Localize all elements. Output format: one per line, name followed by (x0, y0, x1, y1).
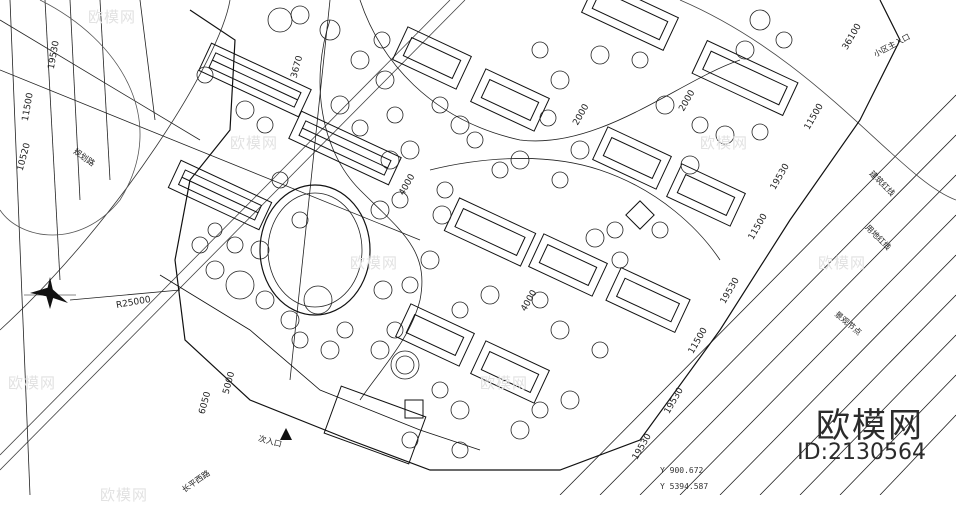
tree-symbol (250, 240, 270, 260)
watermark-repeat: 欧模网 (350, 254, 399, 272)
tree-symbol (373, 280, 393, 300)
tree-symbol (351, 119, 369, 137)
tree-symbol (436, 181, 454, 199)
tree-symbol (191, 236, 209, 254)
tree-symbol (450, 400, 470, 420)
tree-symbol (319, 19, 341, 41)
watermark-repeat: 欧模网 (818, 254, 867, 272)
tree-symbol (431, 381, 449, 399)
tree-symbol (531, 291, 549, 309)
tree-symbol (539, 109, 557, 127)
tree-symbol (466, 131, 484, 149)
watermark-repeat: 欧模网 (88, 8, 137, 26)
tree-symbol (290, 5, 310, 25)
tree-symbol (775, 31, 793, 49)
tree-symbol (235, 100, 255, 120)
tree-symbol (350, 50, 370, 70)
tree-symbol (431, 96, 449, 114)
tree-symbol (336, 321, 354, 339)
tree-symbol (432, 205, 452, 225)
tree-symbol (510, 420, 530, 440)
tree-symbol (291, 211, 309, 229)
tree-symbol (606, 221, 624, 239)
watermark-brand: 欧模网 (816, 406, 924, 446)
tree-symbol (450, 115, 470, 135)
tree-symbol (480, 285, 500, 305)
tree-symbol (655, 95, 675, 115)
tree-symbol (531, 401, 549, 419)
tree-symbol (280, 310, 300, 330)
tree-symbol (451, 301, 469, 319)
tree-symbol (749, 9, 771, 31)
tree-symbol (590, 45, 610, 65)
tree-symbol (225, 270, 255, 300)
tree-symbol (330, 95, 350, 115)
tree-symbol (560, 390, 580, 410)
tree-symbol (375, 70, 395, 90)
watermark-repeat: 欧模网 (230, 134, 279, 152)
tree-symbol (420, 250, 440, 270)
watermark-id: ID:2130564 (797, 440, 926, 465)
tree-symbol (267, 7, 293, 33)
tree-symbol (400, 140, 420, 160)
tree-symbol (370, 340, 390, 360)
tree-symbol (320, 340, 340, 360)
tree-symbol (205, 260, 225, 280)
tree-symbol (401, 276, 419, 294)
tree-symbol (401, 431, 419, 449)
tree-symbol (591, 341, 609, 359)
tree-symbol (751, 123, 769, 141)
watermark-repeat: 欧模网 (480, 374, 529, 392)
coordinate-y: Y 5394.587 (660, 482, 709, 491)
watermark-repeat: 欧模网 (700, 134, 749, 152)
tree-symbol (735, 40, 755, 60)
tree-symbol (207, 222, 223, 238)
tree-symbol (391, 191, 409, 209)
tree-symbol (531, 41, 549, 59)
tree-symbol (226, 236, 244, 254)
tree-symbol (373, 31, 391, 49)
coordinate-x: Y 900.672 (660, 466, 704, 475)
tree-symbol (550, 320, 570, 340)
tree-symbol (510, 150, 530, 170)
tree-symbol (271, 171, 289, 189)
tree-symbol (291, 331, 309, 349)
tree-symbol (491, 161, 509, 179)
tree-symbol (380, 150, 400, 170)
tree-symbol (715, 125, 735, 145)
tree-symbol (631, 51, 649, 69)
tree-symbol (550, 70, 570, 90)
entrance-arrow-icon (280, 428, 292, 440)
tree-symbol (256, 116, 274, 134)
tree-symbol (370, 200, 390, 220)
tree-symbol (196, 66, 214, 84)
tree-symbol (386, 106, 404, 124)
tree-symbol (651, 221, 669, 239)
north-arrow-icon (24, 277, 76, 309)
tree-symbol (680, 155, 700, 175)
tree-symbol (691, 116, 709, 134)
tree-symbol (585, 228, 605, 248)
tree-symbol (551, 171, 569, 189)
watermark-repeat: 欧模网 (8, 374, 57, 392)
tree-symbol (570, 140, 590, 160)
tree-symbol (386, 321, 404, 339)
tree-symbol (255, 290, 275, 310)
tree-symbol (451, 441, 469, 459)
tree-symbol (611, 251, 629, 269)
